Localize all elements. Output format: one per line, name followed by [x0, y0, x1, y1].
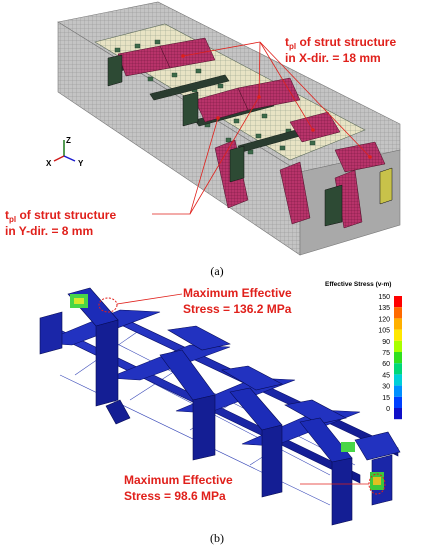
panel-a-model [57, 1, 401, 256]
max-stress-1-line1: Maximum Effective [183, 286, 292, 300]
axis-y-label: Y [78, 159, 84, 168]
wall-plates [107, 54, 393, 227]
max-stress-1-line2: Stress = 136.2 MPa [183, 302, 292, 316]
caption-b: (b) [210, 531, 224, 545]
legend-swatch [394, 396, 402, 408]
legend-tick-label: 30 [382, 384, 390, 391]
legend-swatch [394, 307, 402, 319]
legend-tick-label: 75 [382, 350, 390, 357]
annotation-y-line2: in Y-dir. = 8 mm [5, 224, 93, 238]
legend-title: Effective Stress (v-m) [325, 281, 391, 288]
legend-tick-label: 0 [386, 406, 390, 413]
legend-swatch [394, 296, 402, 308]
struts-pink [117, 37, 386, 229]
axis-z-label: Z [66, 136, 71, 145]
legend-tick-label: 105 [378, 328, 390, 335]
axis-triad: Z X Y [46, 136, 84, 168]
legend-tick-label: 15 [382, 395, 390, 402]
legend-swatch [394, 352, 402, 364]
legend-swatch [394, 329, 402, 341]
axis-x-label: X [46, 159, 52, 168]
annotation-x-line2: in X-dir. = 18 mm [285, 51, 381, 65]
legend-tick-label: 120 [378, 316, 390, 323]
legend-tick-label: 90 [382, 339, 390, 346]
legend-swatches [394, 296, 402, 420]
legend-tick-label: 45 [382, 372, 390, 379]
legend-tick-label: 135 [378, 305, 390, 312]
wall-blocks [39, 287, 401, 526]
panel-b-model [39, 287, 401, 526]
legend-swatch [394, 408, 402, 420]
annotation-leaders-a [152, 41, 371, 215]
annotation-y-line1: tpl of strut structure [5, 208, 116, 224]
stress-hotspots [70, 294, 384, 490]
annotation-leaders-b [116, 293, 369, 485]
legend-swatch [394, 363, 402, 375]
stress-legend: Effective Stress (v-m) 15013512010590756… [325, 281, 402, 420]
caption-a: (a) [210, 264, 223, 278]
legend-tick-label: 150 [378, 294, 390, 301]
legend-swatch [394, 318, 402, 330]
legend-tick-label: 60 [382, 361, 390, 368]
legend-swatch [394, 385, 402, 397]
legend-swatch [394, 340, 402, 352]
annotation-x-line1: tpl of strut structure [285, 35, 396, 51]
legend-swatch [394, 374, 402, 386]
max-stress-2-line1: Maximum Effective [124, 473, 233, 487]
max-stress-2-line2: Stress = 98.6 MPa [124, 489, 226, 503]
hotspot-circle-1 [98, 297, 118, 313]
